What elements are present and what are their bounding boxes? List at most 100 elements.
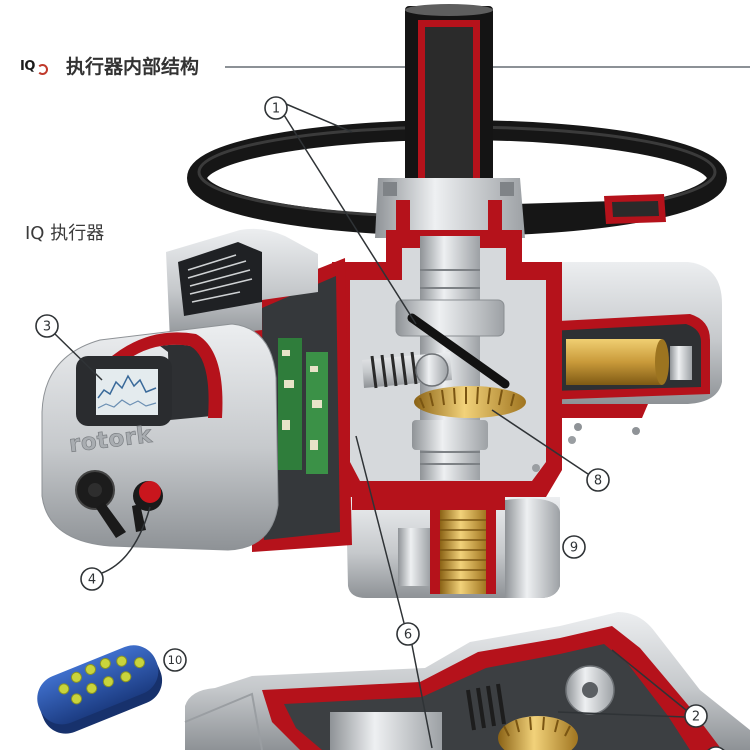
remote-button (102, 676, 114, 688)
knob-black-center (88, 483, 102, 497)
callout-2: 2 (557, 649, 708, 728)
callout-6: 6 (355, 435, 433, 749)
selector-knob-red (132, 481, 163, 532)
handwheel-hub (375, 178, 525, 270)
remote-button (116, 655, 128, 667)
iq-logo: IQ (20, 58, 48, 76)
worm-spring-coil (370, 351, 418, 389)
remote-button (70, 693, 82, 705)
motor-winding-end (655, 339, 669, 385)
motor-end-bearing (670, 346, 692, 380)
remote-button (99, 657, 111, 669)
callout-9: 9 (562, 535, 586, 559)
cover-cutaway-red (112, 332, 223, 418)
drive-bushing-thread (440, 519, 486, 581)
selector-knob-black (75, 470, 126, 538)
hub-body (375, 178, 525, 238)
lower-housing-edge (184, 692, 263, 750)
remote-button (120, 671, 132, 683)
callout-4: 4 (80, 506, 151, 591)
callout-10-label: 10 (168, 653, 183, 667)
lower-bearing-hub (582, 682, 598, 698)
gearcase (332, 230, 576, 497)
gearcase-bolt (532, 464, 540, 472)
selector-lever (407, 313, 510, 389)
callout-3-label: 3 (43, 320, 51, 335)
lower-bevel-gear-teeth (503, 716, 571, 737)
display-graph (97, 399, 157, 409)
worm-bearing (415, 353, 449, 387)
electronics-cover: rotork (41, 323, 279, 551)
display-screen (96, 369, 158, 415)
circuit-components (282, 350, 322, 450)
callout-10: 10 (163, 648, 187, 672)
callout-3-marker (35, 314, 59, 338)
drive-flange (505, 498, 560, 598)
callout-8-leader (491, 409, 589, 475)
lower-actuator-cutaway (184, 612, 750, 750)
terminal-box (166, 228, 318, 340)
section-subtitle: IQ 执行器 (25, 223, 105, 244)
callout-9-marker (562, 535, 586, 559)
callout-6-label: 6 (404, 628, 412, 643)
callout-6-marker (396, 622, 420, 646)
stem-tube-interior (425, 27, 473, 202)
cover-interior (160, 344, 215, 420)
stem-tube-cap (405, 4, 493, 16)
knob-red-body (139, 481, 161, 503)
iq-logo-text: IQ (20, 59, 35, 74)
iq-logo-mark-icon (36, 63, 48, 75)
hub-nut (383, 182, 397, 196)
motor-winding (566, 339, 662, 385)
nameplate-markings (187, 254, 253, 303)
lower-spring-coil (466, 683, 506, 731)
callout-1-marker (264, 96, 288, 120)
thrust-bearing (398, 528, 430, 586)
remote-body (37, 645, 159, 725)
callout-1-label: 1 (272, 102, 280, 117)
callout-8-marker (586, 468, 610, 492)
remote-control (37, 645, 163, 734)
worm-wheel-teeth (419, 386, 515, 409)
drive-cutaway-red (352, 497, 505, 594)
remote-button (86, 682, 98, 694)
callout-4-label: 4 (88, 573, 96, 588)
callout-partial-marker (707, 746, 725, 750)
circuit-board (278, 338, 302, 470)
callout-10-marker (163, 648, 187, 672)
callout-1-leader (283, 103, 417, 325)
hub-nut (500, 182, 514, 196)
remote-button (70, 671, 82, 683)
callout-1: 1 (264, 96, 417, 325)
drive-bushing (440, 510, 486, 594)
page-title: 执行器内部结构 (66, 56, 200, 78)
callout-4-leader (101, 506, 151, 574)
output-drive (346, 497, 560, 598)
callout-6-leader (355, 435, 433, 749)
motor (518, 262, 722, 435)
callout-9-label: 9 (570, 541, 578, 556)
callout-2-marker (684, 704, 708, 728)
nameplate (178, 242, 262, 316)
lower-shaft-collar (412, 420, 488, 450)
callout-3: 3 (35, 314, 103, 381)
callouts: 1 2 3 4 6 (35, 96, 725, 750)
worm-wheel (414, 386, 526, 418)
knob-red-lever (132, 504, 146, 532)
motor-bolt (632, 427, 640, 435)
gearcase-bolt (568, 436, 576, 444)
motor-bolt (574, 423, 582, 431)
callout-2-leader (557, 649, 687, 718)
remote-button (85, 663, 97, 675)
knob-black-lever (96, 502, 126, 538)
stem-tube (405, 4, 493, 202)
handwheel-spoke-interior (612, 201, 659, 217)
callout-8-label: 8 (594, 474, 602, 489)
callout-2-label: 2 (692, 710, 700, 725)
remote-button (134, 657, 146, 669)
lower-gear-bracket (330, 712, 442, 750)
remote-button (58, 683, 70, 695)
callout-4-marker (80, 567, 104, 591)
